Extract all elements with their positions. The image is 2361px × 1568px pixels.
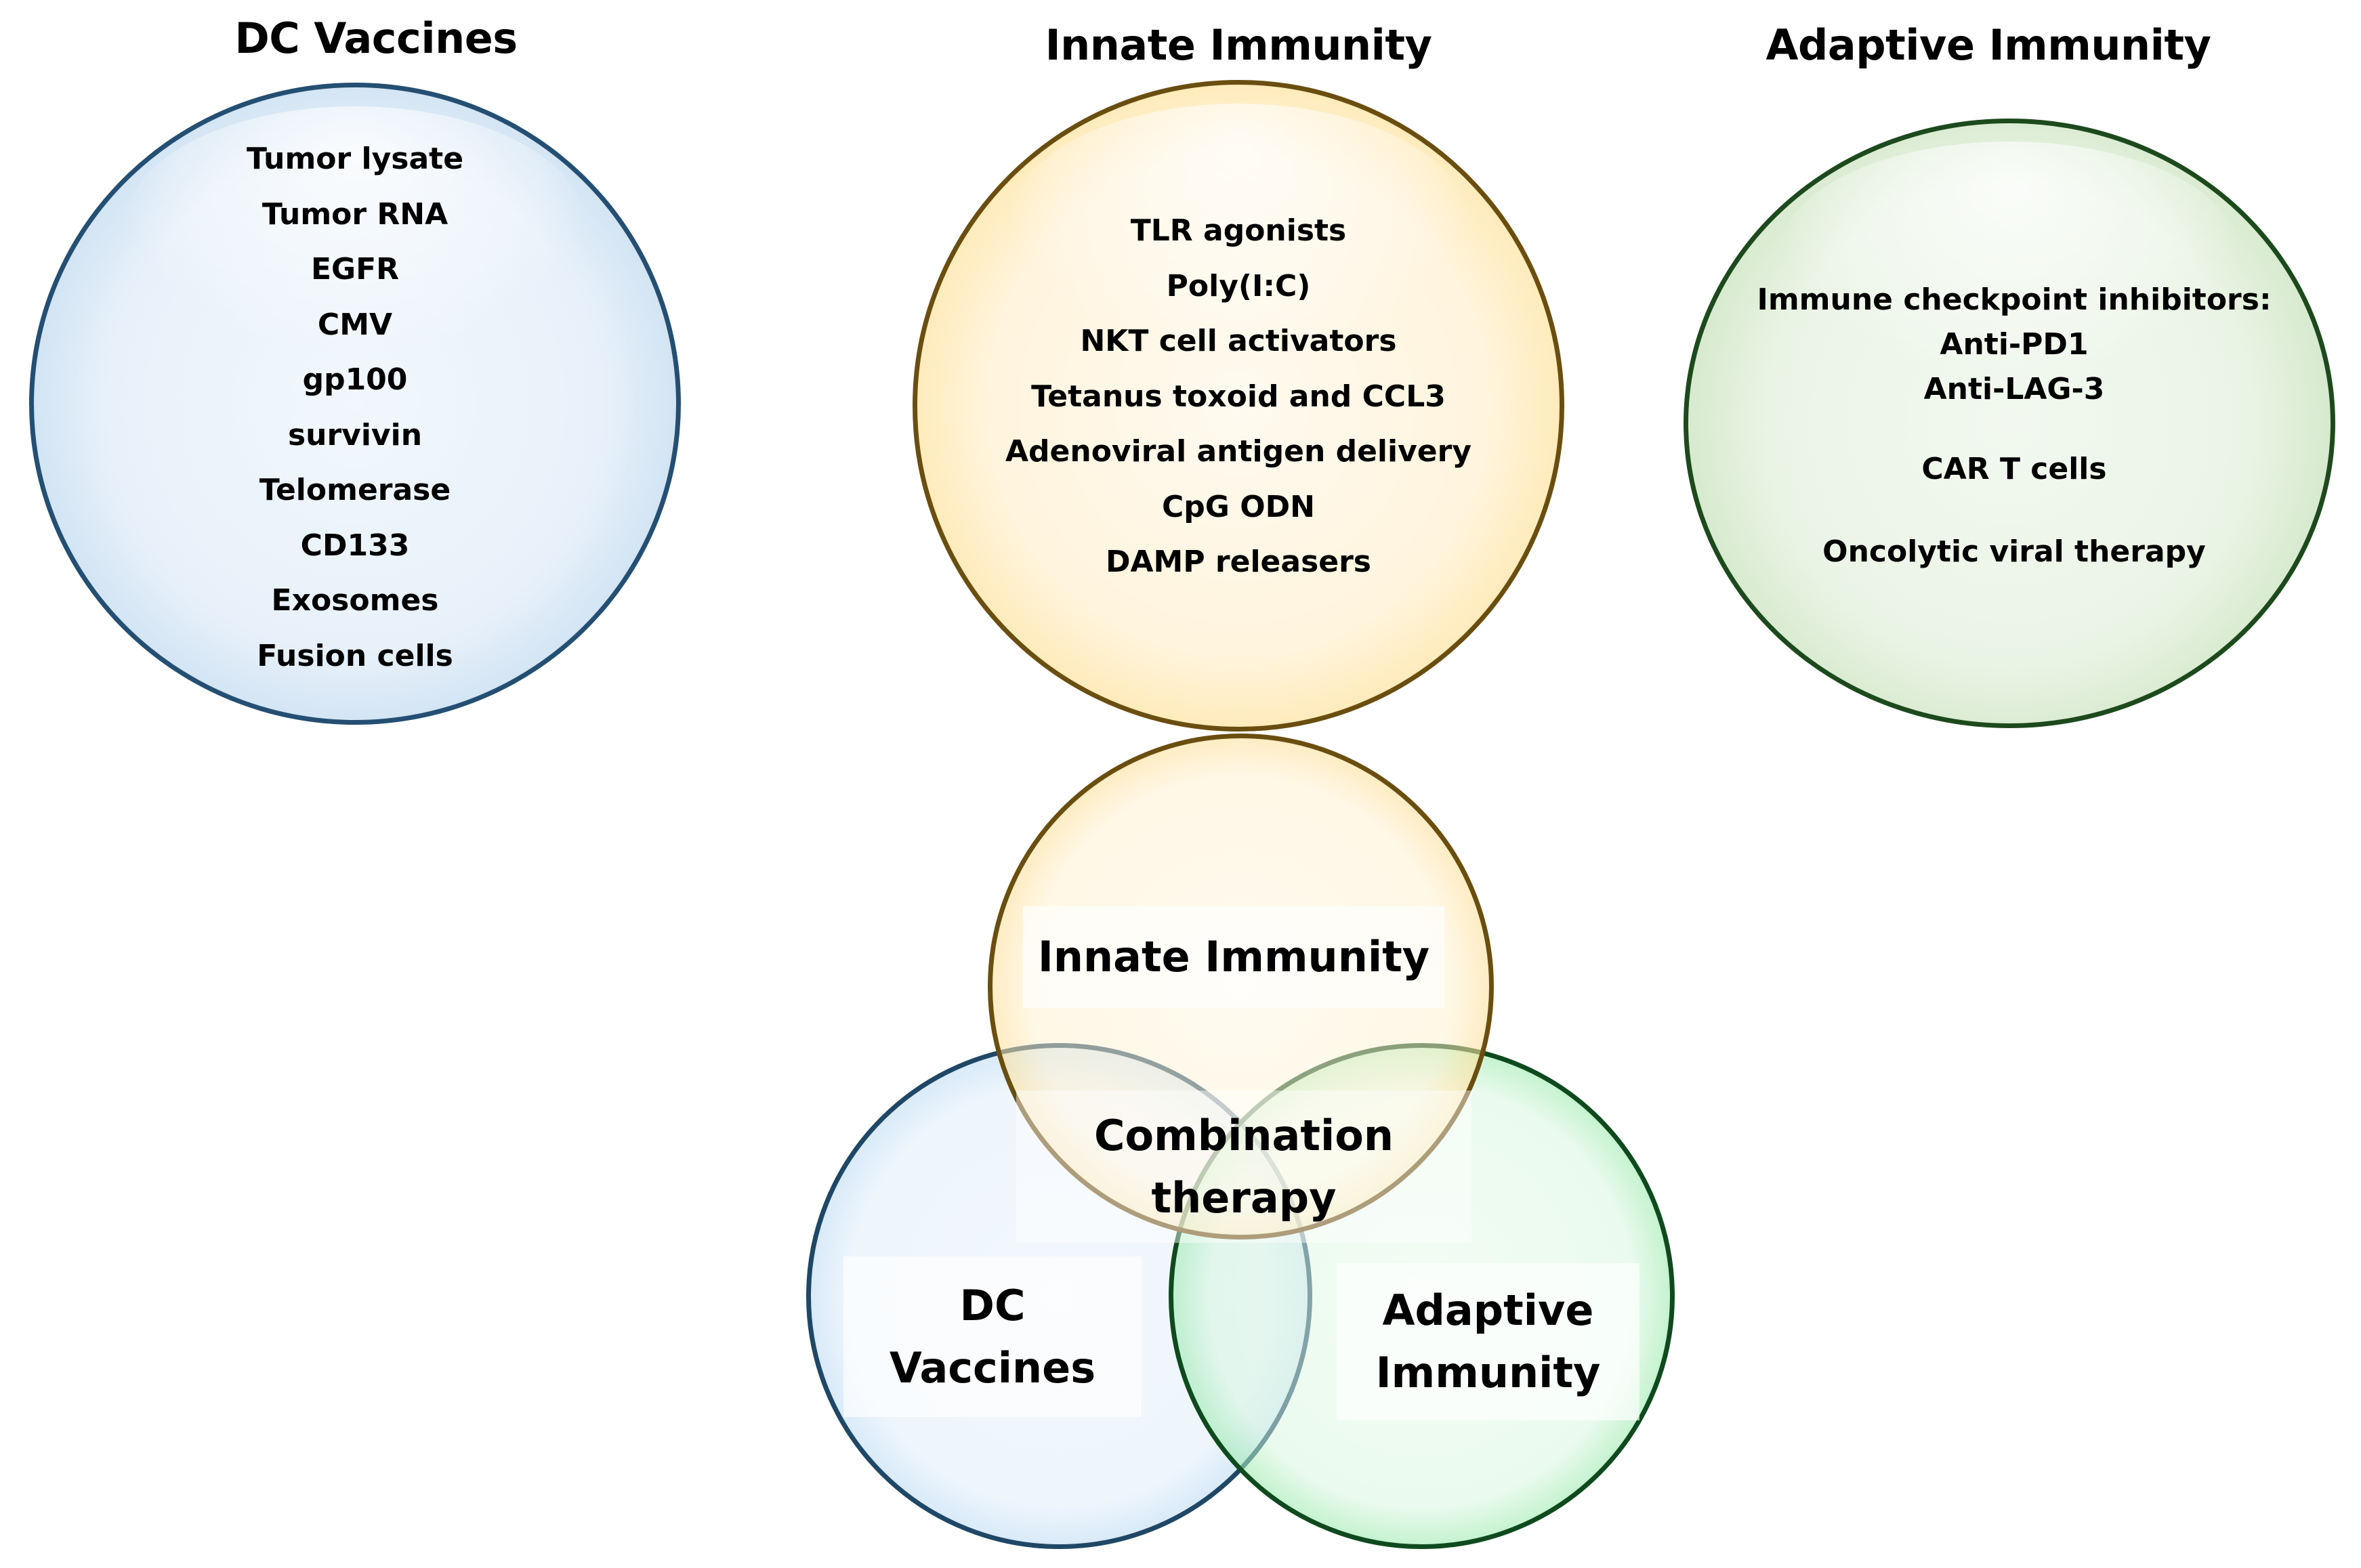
list-item: NKT cell activators [1080,324,1397,358]
innate-immunity-title: Innate Immunity [1045,20,1432,70]
list-item: Tumor lysate [246,142,464,176]
list-item: Tetanus toxoid and CCL3 [1031,379,1446,414]
list-item: CAR T cells [1921,452,2107,486]
adaptive-immunity-title: Adaptive Immunity [1765,20,2211,70]
innate-immunity-list: TLR agonists Poly(I:C) NKT cell activato… [917,203,1560,590]
venn-dc-label-line1: DC [959,1280,1026,1330]
list-item: Telomerase [259,473,451,507]
list-item: Tumor RNA [262,196,448,232]
gloss-highlight [1007,104,1470,348]
list-item: Poly(I:C) [1166,268,1311,303]
gloss-highlight [123,106,587,347]
list-item: CpG ODN [1162,489,1315,524]
list-item: gp100 [302,362,408,397]
gloss-highlight [1778,141,2241,370]
venn-adaptive-label-box: Adaptive Immunity [1337,1263,1639,1420]
venn-dc-label-line2: Vaccines [889,1342,1096,1393]
dc-vaccines-title: DC Vaccines [234,14,518,63]
list-item: Fusion cells [257,638,453,673]
dc-vaccines-circle: Tumor lysate Tumor RNA EGFR CMV gp100 su… [29,83,681,725]
list-item: Oncolytic viral therapy [1822,534,2206,569]
list-item: DAMP releasers [1105,545,1371,579]
checkpoint-heading: Immune checkpoint inhibitors: [1757,282,2272,317]
list-item: CMV [317,307,393,342]
list-item: Adenoviral antigen delivery [1005,434,1471,469]
list-item: survivin [287,417,423,452]
adaptive-immunity-list: Immune checkpoint inhibitors: Anti-PD1 A… [1698,278,2331,574]
dc-vaccines-list: Tumor lysate Tumor RNA EGFR CMV gp100 su… [34,131,676,683]
list-item: Anti-PD1 [1940,327,2089,362]
venn-innate-label: Innate Immunity [1037,932,1430,981]
venn-adaptive-label-line2: Immunity [1375,1348,1601,1397]
venn-combination-label-line2: therapy [1151,1172,1337,1223]
venn-adaptive-label-line1: Adaptive [1382,1286,1594,1335]
venn-dc-label-box: DC Vaccines [843,1256,1142,1417]
list-item: EGFR [310,252,400,287]
venn-combination-label-line1: Combination [1094,1110,1394,1160]
venn-innate-label-box: Innate Immunity [1023,906,1444,1008]
list-item: CD133 [300,528,410,563]
innate-immunity-circle: TLR agonists Poly(I:C) NKT cell activato… [913,80,1564,732]
venn-combination-label-box: Combination therapy [1016,1090,1471,1243]
adaptive-immunity-circle: Immune checkpoint inhibitors: Anti-PD1 A… [1684,119,2335,728]
list-item: Exosomes [271,583,439,618]
list-item: Anti-LAG-3 [1923,372,2105,406]
list-item: TLR agonists [1130,213,1347,248]
